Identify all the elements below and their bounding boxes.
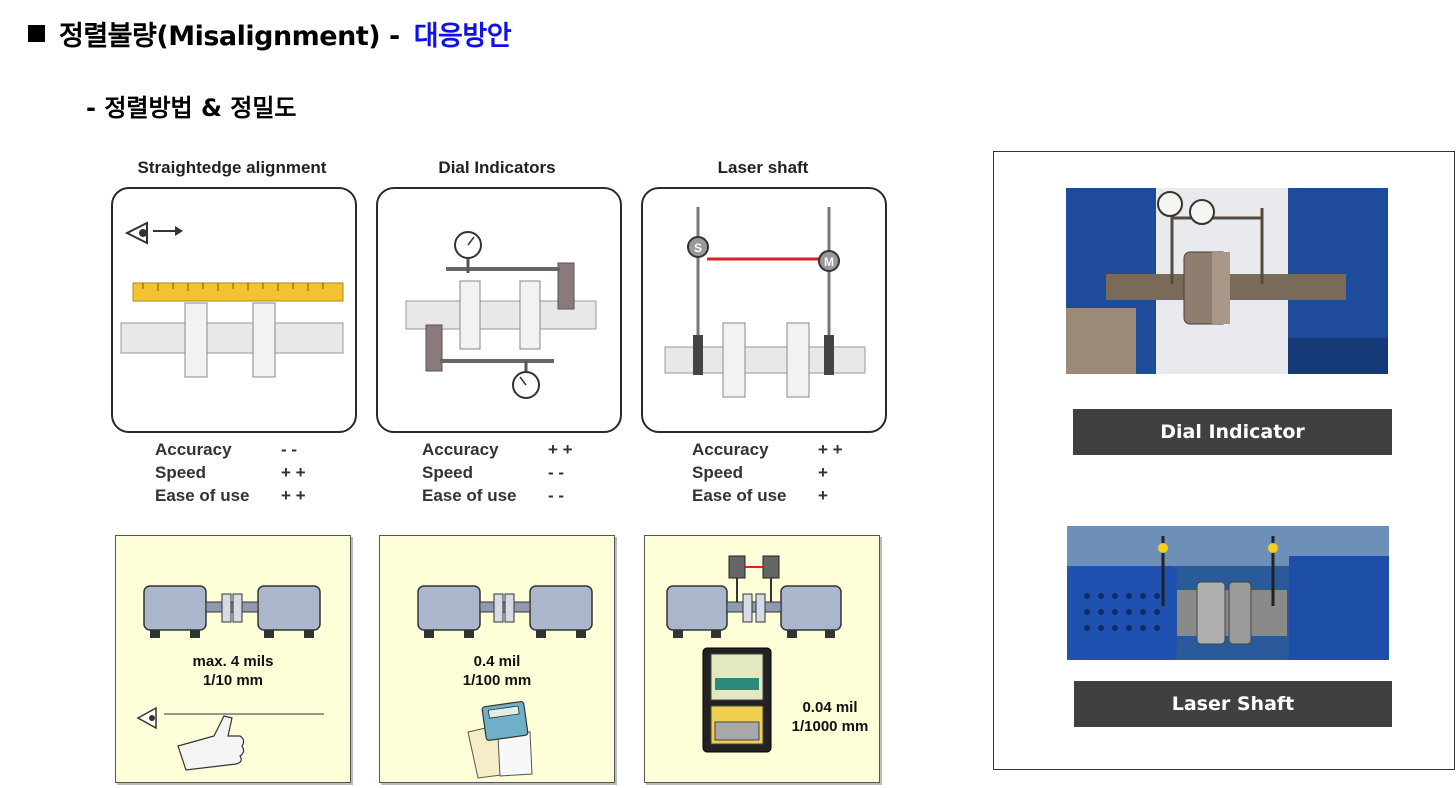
precision-value-mils: max. 4 mils [192, 653, 274, 670]
precision-panel-laser: 0.04 mil 1/1000 mm [644, 535, 880, 783]
svg-text:M: M [824, 255, 834, 269]
svg-text:S: S [694, 241, 702, 255]
laser-sensor-icon [728, 555, 780, 602]
precision-value-mm: 1/1000 mm [791, 718, 869, 735]
ratings-straightedge: Accuracy- - Speed+ + Ease of use+ + [155, 440, 306, 505]
dial-indicator-label: Dial Indicator [1073, 409, 1392, 455]
eye-icon [136, 706, 157, 730]
title-main: 정렬불량(Misalignment) - [59, 21, 400, 52]
precision-value-mils: 0.04 mil [802, 699, 858, 716]
title-accent: 대응방안 [413, 21, 512, 52]
method-title-straightedge: Straightedge alignment [137, 158, 327, 177]
slide-subtitle: - 정렬방법 & 정밀도 [86, 94, 297, 122]
ratings-laser: Accuracy+ + Speed+ Ease of use+ [692, 440, 843, 505]
precision-value-mm: 1/10 mm [202, 672, 264, 689]
eye-icon [124, 221, 148, 245]
arrow-right-icon [153, 226, 183, 236]
thumbs-up-icon [177, 715, 245, 771]
dial-indicator-diagram [376, 187, 622, 433]
precision-panel-straightedge: max. 4 mils 1/10 mm [115, 535, 351, 783]
square-bullet-icon [28, 25, 45, 42]
precision-panel-dial: 0.4 mil 1/100 mm [379, 535, 615, 783]
laser-shaft-diagram: S M [641, 187, 887, 433]
ruler-icon [132, 282, 344, 302]
laser-shaft-photo [1067, 526, 1389, 660]
sensor-s-icon: S [687, 236, 709, 258]
dial-gauge-icon [454, 231, 482, 259]
precision-value-mils: 0.4 mil [473, 653, 521, 670]
method-title-laser: Laser shaft [717, 158, 809, 177]
straightedge-diagram [111, 187, 357, 433]
photo-panel: Dial Indicator Laser Shaft [993, 151, 1455, 770]
dial-gauge-icon [1157, 191, 1215, 225]
ratings-dial: Accuracy+ + Speed- - Ease of use- - [422, 440, 573, 505]
dial-gauge-icon [512, 371, 540, 399]
laser-shaft-label: Laser Shaft [1074, 681, 1392, 727]
sensor-m-icon: M [818, 250, 840, 272]
laser-display-unit-icon [702, 647, 772, 753]
dial-indicator-photo [1066, 188, 1388, 374]
precision-value-mm: 1/100 mm [462, 672, 532, 689]
calculator-icon [481, 701, 529, 741]
shaft-coupling [120, 302, 344, 378]
method-title-dial: Dial Indicators [438, 158, 556, 177]
slide-title: 정렬불량(Misalignment) - 대응방안 [28, 14, 512, 53]
